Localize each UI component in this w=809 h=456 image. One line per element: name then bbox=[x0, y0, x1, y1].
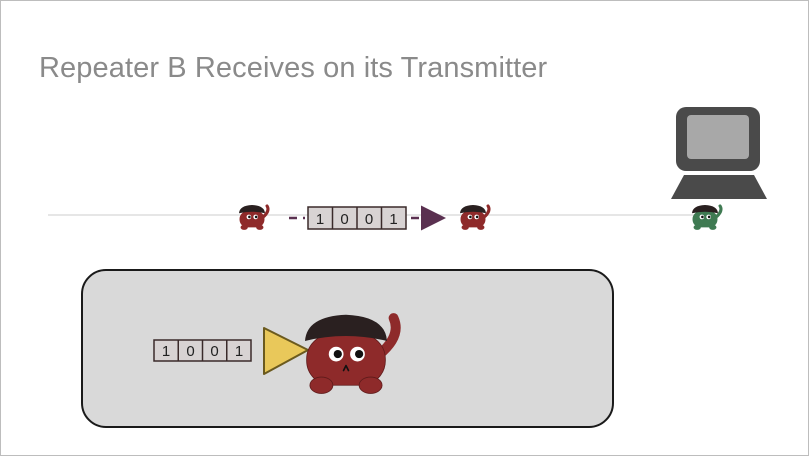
repeater-a-creature bbox=[239, 204, 270, 230]
repeater-b-detail-creature bbox=[305, 313, 401, 394]
computer-icon bbox=[671, 107, 767, 199]
detail-bit: 0 bbox=[210, 343, 218, 360]
transit-bit: 1 bbox=[316, 211, 324, 228]
transmitter-cone bbox=[263, 327, 309, 375]
detail-bit: 1 bbox=[162, 343, 170, 360]
transit-bit: 0 bbox=[365, 211, 373, 228]
transit-packet: 1 0 0 1 bbox=[307, 206, 407, 230]
repeater-b-creature bbox=[460, 204, 491, 230]
detail-packet: 1 0 0 1 bbox=[153, 339, 252, 362]
computer-creature bbox=[692, 204, 723, 230]
slide-title: Repeater B Receives on its Transmitter bbox=[39, 52, 548, 84]
detail-bit: 1 bbox=[235, 343, 243, 360]
transit-bit: 0 bbox=[340, 211, 348, 228]
transit-bit: 1 bbox=[389, 211, 397, 228]
detail-bit: 0 bbox=[186, 343, 194, 360]
